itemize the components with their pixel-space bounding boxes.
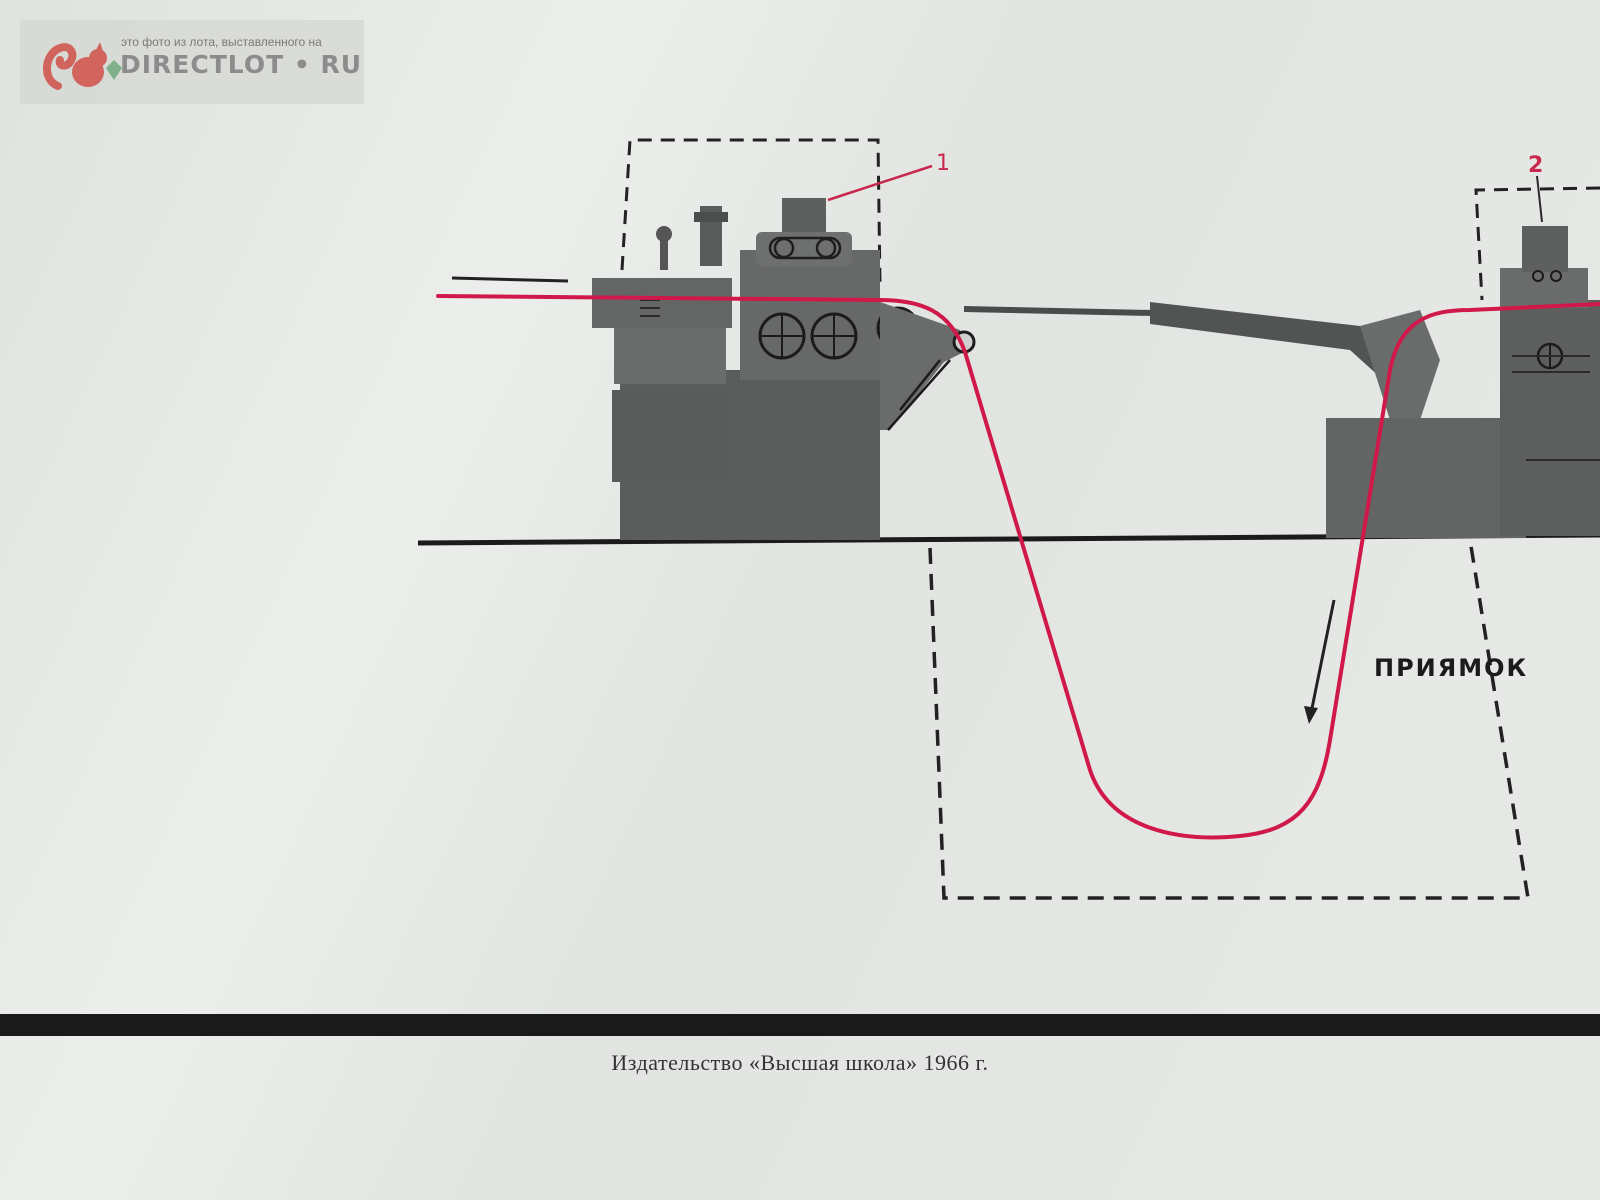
arrow-shaft (1308, 599, 1336, 719)
machine-1-pipe-knob (656, 226, 672, 242)
machine-1 (592, 198, 976, 540)
footer-rule (0, 1014, 1600, 1036)
machine-1-roll-housing (740, 250, 880, 380)
machine-2-small-pulley-2 (1550, 270, 1562, 282)
watermark-caption: это фото из лота, выставленного на (121, 35, 322, 49)
machine-1-enclosure (620, 138, 882, 286)
callout-2-number: 2 (1528, 153, 1543, 178)
machine-1-guide-struts (887, 359, 951, 431)
callout-1-leader (827, 164, 933, 202)
machine-1-motor-cap (694, 212, 728, 222)
machine-2-small-pulley (1532, 270, 1544, 282)
feed-direction-line (451, 276, 569, 283)
conveyor-support (1360, 310, 1440, 420)
conveyor-arm (964, 302, 1440, 420)
watermark: это фото из лота, выставленного на DIREC… (20, 20, 364, 104)
publisher-line: Издательство «Высшая школа» 1966 г. (611, 1050, 989, 1075)
machine-1-marks (640, 299, 660, 317)
machine-2-upper (1500, 268, 1588, 308)
machine-2-top (1522, 226, 1568, 272)
strip-path (436, 294, 1600, 840)
conveyor-rod (964, 306, 1152, 316)
machine-1-roller-spokes (760, 308, 918, 358)
watermark-brand: DIRECTLOT • RU (120, 50, 363, 79)
callout-1-number: 1 (936, 151, 950, 176)
squirrel-logo-icon (43, 42, 122, 90)
machine-2-body (1500, 300, 1600, 536)
machine-1-left-panel (612, 390, 728, 482)
machine-1-pipe (660, 236, 668, 270)
conveyor-beam (1150, 302, 1400, 388)
pit-label: ПРИЯМОК (1374, 654, 1528, 682)
machine-1-guide-arm (880, 302, 968, 430)
machine-1-left-column (614, 328, 726, 384)
machine-1-belt (768, 236, 842, 260)
machine-2-lower-housing (1326, 418, 1526, 538)
machine-2-enclosure (1474, 186, 1600, 301)
machine-2-detail-lines (1512, 355, 1600, 461)
machine-2 (1326, 226, 1600, 538)
machine-1-feed-housing (592, 278, 732, 328)
arrow-head (1304, 706, 1318, 724)
loop-direction-arrow (1304, 599, 1336, 724)
callout-2-leader (1536, 175, 1543, 223)
